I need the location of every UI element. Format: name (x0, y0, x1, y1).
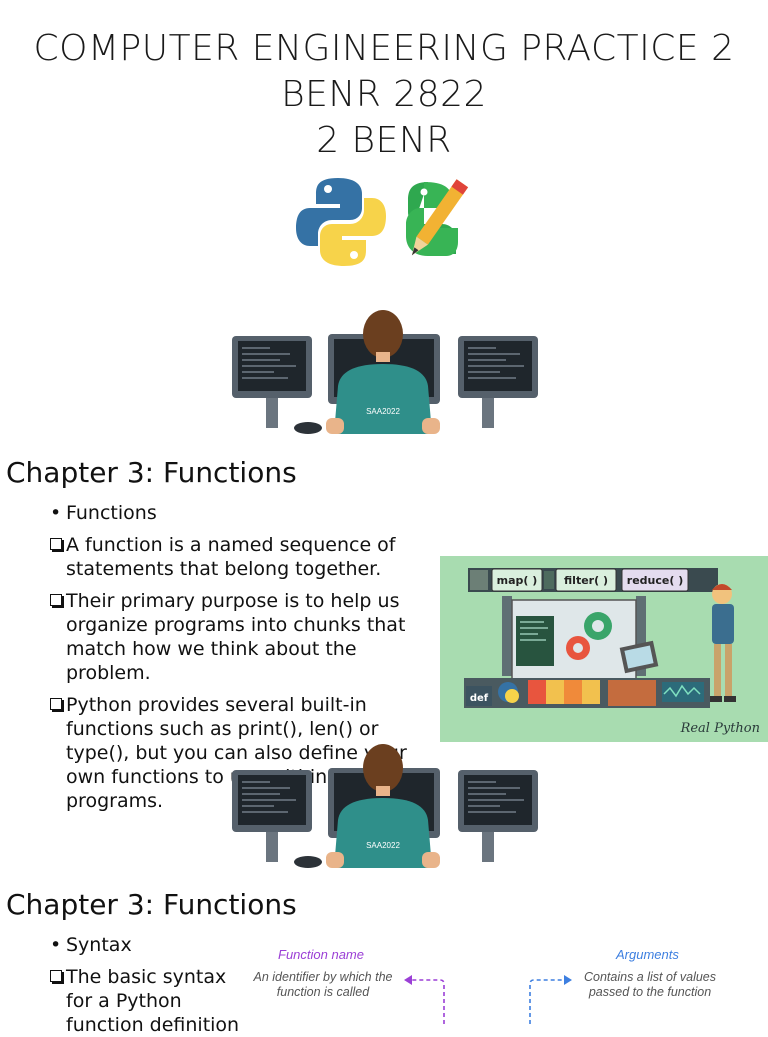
bullet-dot-icon: • (50, 502, 62, 524)
function-name-arrow (404, 975, 445, 1024)
bullet-item: • Syntax (50, 933, 250, 957)
mouse-icon (294, 856, 322, 868)
left-monitor-icon (232, 770, 312, 862)
arguments-heading: Arguments (616, 947, 679, 962)
map-label-box: map( ) (491, 568, 543, 592)
real-python-banner: map( ) filter( ) reduce( ) d (440, 556, 768, 742)
point-text: The basic syntax for a Python function d… (66, 966, 240, 1036)
title-line-1: COMPUTER ENGINEERING PRACTICE 2 (33, 28, 735, 69)
bullet-text: Syntax (66, 934, 132, 956)
square-bullet-icon (50, 594, 62, 606)
chapter-title: Chapter 3: Functions (6, 888, 297, 921)
person-back-icon (326, 744, 440, 868)
checkbox-point: Their primary purpose is to help us orga… (50, 589, 445, 685)
def-label: def (470, 693, 489, 704)
point-text: Their primary purpose is to help us orga… (66, 590, 406, 684)
function-name-heading: Function name (278, 947, 364, 962)
bullet-dot-icon: • (50, 934, 62, 956)
python-logo-icon (498, 682, 519, 703)
chapter-title: Chapter 3: Functions (6, 456, 297, 489)
slide-title: COMPUTER ENGINEERING PRACTICE 2 BENR 282… (0, 26, 768, 164)
square-bullet-icon (50, 970, 62, 982)
square-bullet-icon (50, 698, 62, 710)
square-bullet-icon (50, 538, 62, 550)
map-label: map( ) (497, 574, 538, 587)
reduce-label: reduce( ) (627, 574, 683, 587)
arguments-arrow (529, 975, 572, 1024)
title-line-2: BENR 2822 (281, 74, 487, 115)
left-monitor-icon (232, 336, 312, 428)
bullet-item: • Functions (50, 501, 445, 525)
gear-icon (566, 636, 590, 660)
right-monitor-icon (458, 770, 538, 862)
reduce-label-box: reduce( ) (621, 568, 689, 592)
title-line-3: 2 BENR (316, 120, 452, 161)
bullet-text: Functions (66, 502, 157, 524)
real-python-brand: Real Python (680, 721, 760, 736)
bullet-list: • Syntax The basic syntax for a Python f… (50, 933, 250, 1037)
bullet-list: • Functions A function is a named sequen… (50, 501, 445, 813)
python-pencil-logo-icon (406, 179, 469, 256)
python-logos (296, 178, 469, 266)
person-back-icon (326, 310, 440, 434)
right-monitor-icon (458, 336, 538, 428)
checkbox-point: A function is a named sequence of statem… (50, 533, 445, 581)
shirt-label: SAA2022 (366, 841, 400, 850)
programmer-illustration: SAA2022 (232, 744, 538, 868)
checkbox-point: The basic syntax for a Python function d… (50, 965, 248, 1037)
man-character-icon (710, 584, 736, 702)
point-text: A function is a named sequence of statem… (66, 534, 396, 580)
filter-label: filter( ) (564, 574, 608, 587)
arguments-description: Contains a list of values passed to the … (583, 970, 716, 999)
filter-label-box: filter( ) (555, 568, 617, 592)
python-logo-icon (296, 178, 386, 266)
shirt-label: SAA2022 (366, 407, 400, 416)
function-name-description: An identifier by which the function is c… (253, 970, 393, 999)
gear-icon (584, 612, 612, 640)
programmer-illustration: SAA2022 (232, 310, 538, 434)
mouse-icon (294, 422, 322, 434)
functional-machine-illustration: map( ) filter( ) reduce( ) d (464, 568, 760, 736)
